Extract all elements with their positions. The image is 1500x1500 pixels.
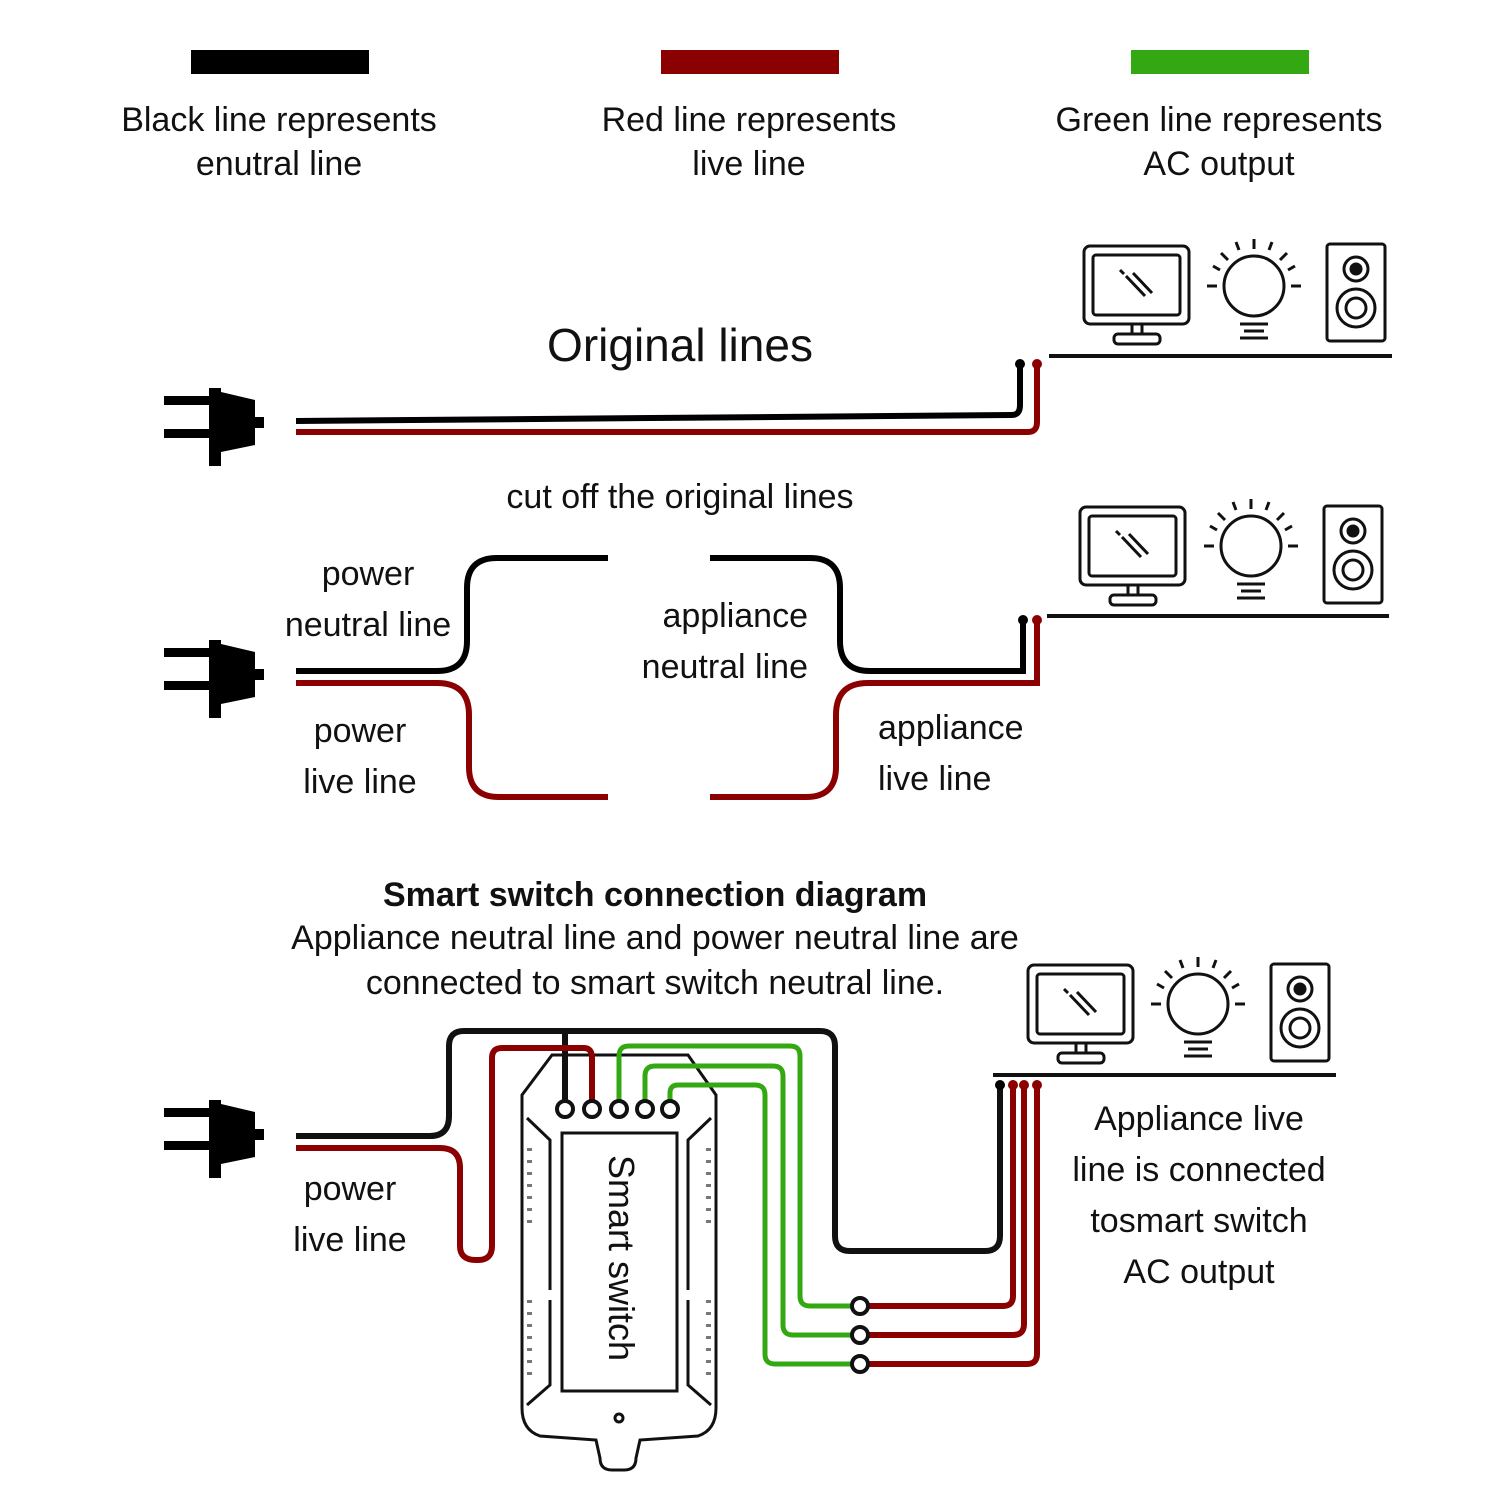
note-line-3: tosmart switch — [1090, 1202, 1308, 1240]
neutral-bus-wire — [296, 1028, 1003, 1254]
power-live-label-1: power — [313, 712, 407, 750]
appliance-wire-ends — [995, 1080, 1042, 1090]
note-line-4: AC output — [1123, 1253, 1275, 1291]
note-line-1: Appliance live — [1094, 1100, 1304, 1138]
legend-black-text: Black line represents enutral line — [80, 103, 478, 181]
power-neutral-label: power neutral line — [268, 557, 468, 642]
appliance-neutral-label: appliance neutral line — [610, 599, 808, 684]
plug-icon-3 — [164, 1100, 264, 1178]
legend-green-line1: Green line represents — [1055, 101, 1383, 139]
power-live-wire-3 — [296, 1045, 595, 1263]
junction-terminals — [850, 1296, 870, 1374]
legend-green-bar — [1131, 50, 1309, 74]
power-neutral-wire — [296, 555, 608, 674]
power-live-wire — [296, 680, 608, 800]
section1-live-wire — [296, 364, 1040, 435]
ac-output-wire-3 — [667, 1082, 860, 1367]
legend-red-bar — [661, 50, 839, 74]
smart-switch-device — [520, 1053, 718, 1472]
appliance-live-label-1: appliance — [878, 709, 1024, 747]
power-neutral-label-2: neutral line — [284, 606, 452, 644]
appliance-live-label: appliance live line — [878, 711, 1024, 796]
section3-subtitle-1: Appliance neutral line and power neutral… — [291, 919, 1019, 957]
section3-power-live-label-1: power — [303, 1170, 397, 1208]
section3-note: Appliance live line is connected tosmart… — [1040, 1102, 1358, 1289]
legend-black-line1: Black line represents — [121, 101, 437, 139]
legend-red-text: Red line represents live line — [550, 103, 948, 181]
monitor-icon-3 — [1026, 963, 1135, 1065]
device-vents — [527, 1148, 711, 1375]
section1-title: Original lines — [547, 319, 813, 371]
section3-title: Smart switch connection diagram — [382, 876, 928, 914]
appliance-live-wire — [710, 620, 1040, 800]
legend-green-text: Green line represents AC output — [1020, 103, 1418, 181]
monitor-icon-2 — [1078, 505, 1187, 607]
ac-output-wire-1 — [616, 1043, 860, 1309]
section3-power-live-label: power live line — [250, 1172, 450, 1257]
ac-output-wire-2 — [642, 1063, 860, 1338]
power-neutral-label-1: power — [321, 555, 415, 593]
note-line-2: line is connected — [1072, 1151, 1326, 1189]
legend-red-line2: live line — [692, 145, 806, 183]
smart-switch-label: Smart switch — [601, 1155, 642, 1361]
legend-red-line1: Red line represents — [601, 101, 897, 139]
appliance-live-wire-3 — [860, 1085, 1040, 1367]
speaker-icon-2 — [1322, 504, 1384, 605]
appliance-neutral-label-2: neutral line — [641, 648, 808, 686]
appliance-live-wire-1 — [860, 1085, 1016, 1309]
light-bulb-icon-3 — [1149, 955, 1247, 1058]
appliance-neutral-wire — [710, 555, 1026, 674]
speaker-icon — [1325, 242, 1387, 343]
plug-icon-2 — [164, 640, 264, 718]
legend-black-bar — [191, 50, 369, 74]
light-bulb-icon-2 — [1202, 497, 1300, 600]
power-live-label: power live line — [260, 714, 460, 799]
plug-icon — [164, 388, 264, 466]
legend-green-line2: AC output — [1143, 145, 1295, 183]
appliance-live-wire-2 — [860, 1085, 1027, 1338]
speaker-icon-3 — [1269, 962, 1331, 1063]
switch-terminals — [555, 1099, 680, 1119]
section2-title: cut off the original lines — [506, 478, 854, 516]
legend-black-line2: enutral line — [195, 145, 363, 183]
section3-power-live-label-2: live line — [293, 1221, 407, 1259]
appliance-neutral-label-1: appliance — [662, 597, 808, 635]
light-bulb-icon — [1205, 237, 1303, 340]
section1-neutral-wire — [295, 364, 1023, 424]
appliance-live-label-2: live line — [878, 760, 992, 798]
section3-subtitle-2: connected to smart switch neutral line. — [365, 964, 945, 1002]
power-live-label-2: live line — [303, 763, 417, 801]
monitor-icon — [1082, 244, 1191, 346]
